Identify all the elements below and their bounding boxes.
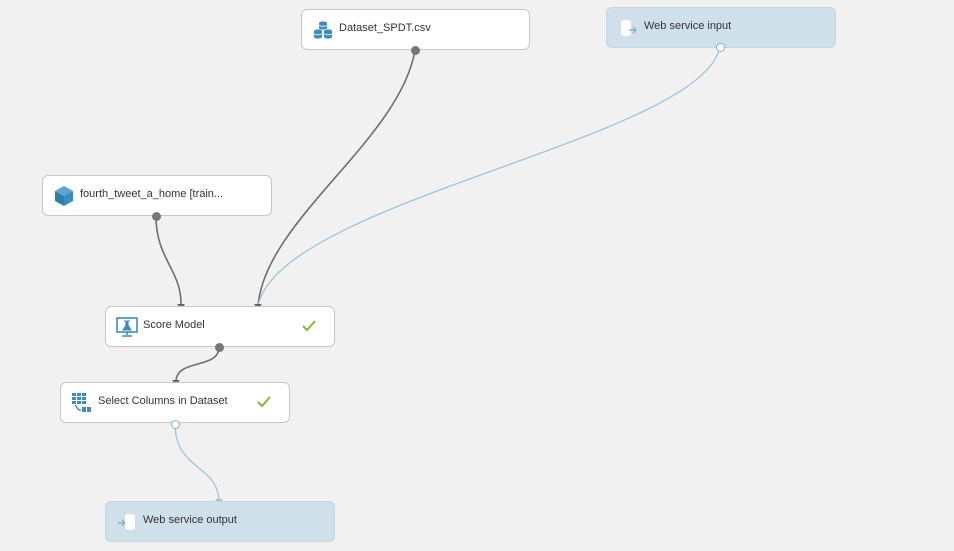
module-score-model[interactable]: Score Model [105,306,335,347]
connector-trained-model-to-score-model [155,215,182,307]
web-service-output-icon [116,511,138,533]
connector-select-columns-to-web-output [174,423,220,503]
dataset-icon [312,19,334,41]
module-label: Score Model [143,319,205,331]
module-label: Dataset_SPDT.csv [339,22,431,34]
output-port[interactable] [170,419,180,429]
connector-score-to-select-columns [175,346,220,383]
output-port[interactable] [715,42,725,52]
module-label: Select Columns in Dataset [98,395,228,407]
module-select-columns[interactable]: Select Columns in Dataset [60,382,290,423]
trained-model-icon [53,185,75,207]
module-label: fourth_tweet_a_home [train... [80,188,224,200]
module-label: Web service output [143,514,237,526]
output-port[interactable] [214,342,224,352]
output-port[interactable] [410,45,420,55]
module-dataset[interactable]: Dataset_SPDT.csv [301,9,530,50]
module-label: Web service input [644,20,732,32]
score-model-icon [116,316,138,338]
connector-dataset-to-score-model [257,49,416,307]
output-port[interactable] [151,211,161,221]
select-columns-icon [71,392,93,414]
web-service-input-icon [617,17,639,39]
module-web-service-input[interactable]: Web service input [606,7,836,48]
connector-web-input-to-score-model [257,46,721,307]
module-trained-model[interactable]: fourth_tweet_a_home [train... [42,175,272,216]
checkmark-icon [301,318,317,334]
module-web-service-output[interactable]: Web service output [105,501,335,542]
checkmark-icon [256,394,272,410]
